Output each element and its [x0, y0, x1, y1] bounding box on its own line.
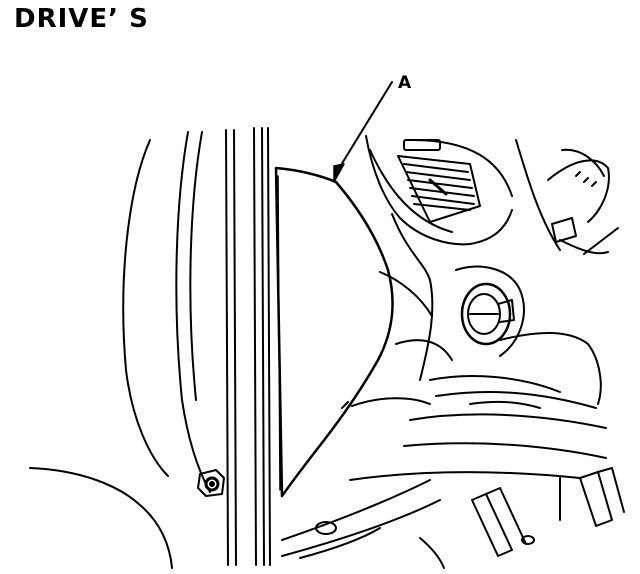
callout-a-label: A — [398, 73, 412, 93]
callout-a: A — [333, 73, 412, 183]
door-latch-screw — [197, 469, 225, 497]
center-air-vent — [397, 139, 481, 223]
right-console — [349, 139, 619, 521]
pedals — [315, 467, 625, 569]
dashboard-body — [281, 135, 513, 559]
driver-side-dashboard-lower-cover — [274, 166, 394, 498]
ignition-knob — [455, 265, 525, 357]
page-heading: DRIVE’ S — [14, 4, 149, 34]
door-frame — [29, 127, 271, 569]
